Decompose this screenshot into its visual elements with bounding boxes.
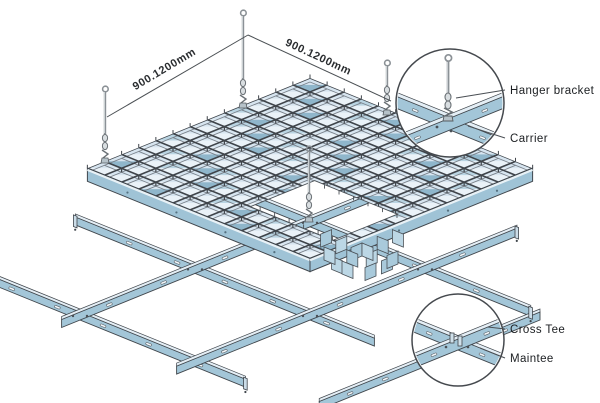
loose-cell-fin [346,249,359,268]
loose-cell-fin [341,260,354,280]
callouts: Hanger bracket Carrier Cross Tee Maintee [455,85,595,365]
loose-cell-fin [376,235,389,255]
loose-cell-fin [364,262,377,282]
hanger-rod-icon-right [382,59,392,116]
callout-label-main-tee: Maintee [510,353,554,365]
hanger-rod-icon-top [238,9,248,109]
callout-label-carrier: Carrier [510,133,548,145]
dimension-line-left [106,34,249,118]
loose-cell-fin [323,246,336,266]
leader-carrier [467,125,506,139]
loose-cell-fin [335,235,348,255]
leader-hanger-bracket [455,89,506,99]
exploded-cells [320,229,404,282]
leader-cross-tee [487,326,506,330]
loose-cell-fin [320,229,333,248]
loose-cell-fin [386,250,399,270]
dimension-line-right [247,34,392,102]
callout-label-hanger-bracket: Hanger bracket [510,85,595,97]
loose-cell-fin [391,229,404,248]
loose-cell-fin [361,242,374,262]
detail-hanger-content [397,53,503,155]
detail-tees-content [413,315,503,371]
cross-tee [61,177,403,329]
main-tee [0,276,247,388]
dimension-label-right: 900.1200mm [283,37,353,78]
leader-main-tee [479,347,506,359]
hanger-rod-icon-left [100,85,110,164]
hanger-rods [100,9,392,223]
panel-cutout [249,180,399,241]
hanger-rod-icon-center [304,145,314,223]
callout-label-cross-tee: Cross Tee [510,324,565,336]
